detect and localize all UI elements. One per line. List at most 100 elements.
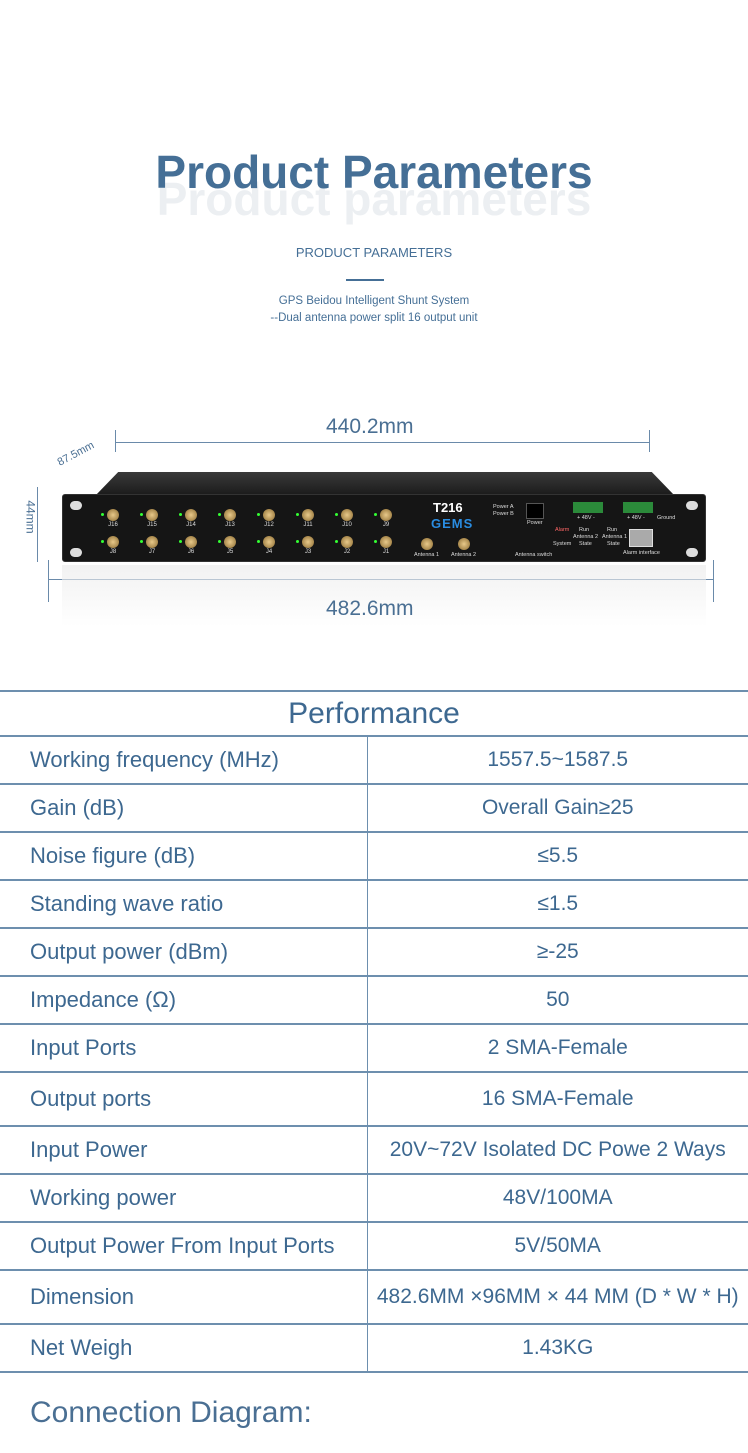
- table-row: Output power (dBm)≥-25: [0, 927, 748, 977]
- run-label: Run: [607, 527, 618, 533]
- sma-connector: [224, 536, 236, 548]
- alarm-label: Alarm: [555, 527, 570, 533]
- subtitle: PRODUCT PARAMETERS: [295, 245, 453, 260]
- sma-connector: [341, 509, 353, 521]
- port-label: J5: [226, 549, 234, 555]
- table-title: Performance: [0, 690, 748, 737]
- sma-connector: [341, 536, 353, 548]
- port-label: J13: [225, 522, 235, 528]
- param-name: Dimension: [0, 1269, 368, 1325]
- sma-connector: [185, 536, 197, 548]
- ground-label: Ground: [657, 515, 676, 521]
- param-name: Input Power: [0, 1125, 368, 1175]
- dim-width-total: 482.6mm: [326, 597, 414, 620]
- param-value: ≥-25: [367, 927, 748, 977]
- antenna-2-connector: [458, 538, 470, 550]
- param-value: ≤1.5: [367, 879, 748, 929]
- description: GPS Beidou Intelligent Shunt System--Dua…: [0, 293, 748, 327]
- brand-logo: GEMS: [431, 516, 474, 531]
- sma-connector: [107, 536, 119, 548]
- v48-label: + 48V -: [577, 515, 595, 521]
- param-value: 482.6MM ×96MM × 44 MM (D * W * H): [367, 1269, 748, 1325]
- ethernet-port: [629, 529, 653, 547]
- v48-label: + 48V -: [627, 515, 645, 521]
- param-value: 20V~72V Isolated DC Powe 2 Ways: [367, 1125, 748, 1175]
- param-value: Overall Gain≥25: [367, 783, 748, 833]
- device-top: [95, 472, 675, 496]
- port-label: J11: [303, 522, 313, 528]
- param-name: Impedance (Ω): [0, 975, 368, 1025]
- dim-depth: 87.5mm: [55, 439, 97, 469]
- dim-line: [37, 487, 38, 562]
- dim-height: 44mm: [23, 500, 38, 534]
- page-title: Product Parameters: [155, 146, 593, 198]
- port-led: [179, 513, 182, 516]
- port-label: J4: [265, 549, 273, 555]
- param-value: ≤5.5: [367, 831, 748, 881]
- sma-connector: [224, 509, 236, 521]
- param-name: Output power (dBm): [0, 927, 368, 977]
- dim-tick: [115, 430, 116, 452]
- power-a-label: Power A: [493, 504, 514, 510]
- mount-hole: [70, 548, 82, 557]
- param-value: 1557.5~1587.5: [367, 735, 748, 785]
- sma-connector: [146, 536, 158, 548]
- param-value: 2 SMA-Female: [367, 1023, 748, 1073]
- sma-connector: [263, 536, 275, 548]
- param-name: Net Weigh: [0, 1323, 368, 1373]
- param-name: Output ports: [0, 1071, 368, 1127]
- port-label: J7: [148, 549, 156, 555]
- device-reflection: [62, 565, 706, 627]
- port-led: [218, 513, 221, 516]
- power-terminal: [573, 502, 603, 513]
- port-led: [335, 540, 338, 543]
- system-label: System: [553, 541, 572, 547]
- port-led: [257, 540, 260, 543]
- param-name: Gain (dB): [0, 783, 368, 833]
- param-name: Working power: [0, 1173, 368, 1223]
- port-label: J16: [108, 522, 118, 528]
- state-label: State: [579, 541, 592, 547]
- port-led: [335, 513, 338, 516]
- sma-connector: [302, 536, 314, 548]
- table-row: Standing wave ratio≤1.5: [0, 879, 748, 929]
- mount-hole: [70, 501, 82, 510]
- power-label: Power: [527, 520, 543, 526]
- mount-hole: [686, 548, 698, 557]
- param-name: Working frequency (MHz): [0, 735, 368, 785]
- antenna-1-label: Antenna 1: [414, 552, 440, 558]
- port-label: J2: [343, 549, 351, 555]
- power-terminal: [623, 502, 653, 513]
- table-row: Impedance (Ω)50: [0, 975, 748, 1025]
- sma-connector: [380, 536, 392, 548]
- port-led: [296, 513, 299, 516]
- port-label: J3: [304, 549, 312, 555]
- dim-tick: [649, 430, 650, 452]
- param-name: Noise figure (dB): [0, 831, 368, 881]
- divider: [346, 279, 384, 281]
- sma-connector: [107, 509, 119, 521]
- antenna2-label: Antenna 2: [573, 534, 599, 540]
- dim-tick: [48, 560, 49, 602]
- sma-connector: [263, 509, 275, 521]
- port-led: [257, 513, 260, 516]
- sma-connector: [185, 509, 197, 521]
- param-value: 16 SMA-Female: [367, 1071, 748, 1127]
- param-value: 5V/50MA: [367, 1221, 748, 1271]
- power-b-label: Power B: [493, 511, 514, 517]
- antenna-2-label: Antenna 2: [451, 552, 477, 558]
- title-shadow: Product parameters: [156, 173, 592, 225]
- port-label: J15: [147, 522, 157, 528]
- port-led: [101, 540, 104, 543]
- sma-connector: [380, 509, 392, 521]
- port-led: [374, 540, 377, 543]
- antenna-switch-label: Antenna switch: [515, 552, 553, 558]
- port-led: [218, 540, 221, 543]
- port-led: [101, 513, 104, 516]
